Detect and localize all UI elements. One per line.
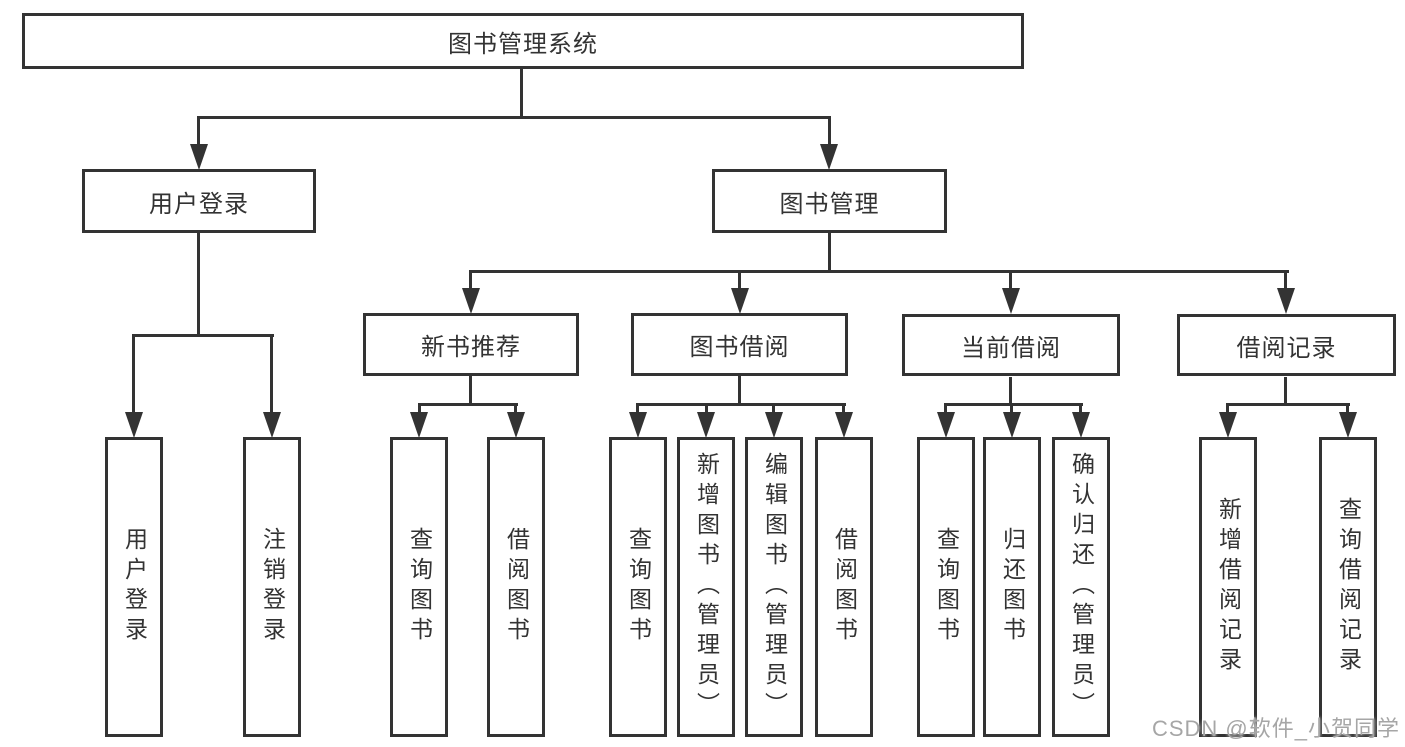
connector-borrow-branch-4 <box>842 403 845 414</box>
leaf-label: 新增借阅记录 <box>1215 497 1242 677</box>
arrowhead-down <box>507 412 525 438</box>
leaf-query-borrow-record: 查询借阅记录 <box>1319 437 1377 737</box>
leaf-label: 查询图书 <box>933 527 960 647</box>
connector-current-branch-2 <box>1010 403 1013 414</box>
leaf-label: 借阅图书 <box>831 527 858 647</box>
leaf-label: 新增图书（管理员） <box>693 452 720 722</box>
connector-recommend-hline <box>418 403 518 406</box>
connector-bookmgmt-stem <box>828 233 831 273</box>
leaf-return-book: 归还图书 <box>983 437 1041 737</box>
connector-root-branch-right <box>828 116 831 146</box>
leaf-user-login: 用户登录 <box>105 437 163 737</box>
connector-root-hline <box>197 116 831 119</box>
arrowhead-down <box>1219 412 1237 438</box>
connector-bookmgmt-branch-4 <box>1284 270 1287 292</box>
connector-records-stem <box>1284 377 1287 405</box>
leaf-query-books-borrow: 查询图书 <box>609 437 667 737</box>
connector-userlogin-branch-2 <box>270 334 273 414</box>
connector-borrow-branch-1 <box>636 403 639 414</box>
node-current-borrow: 当前借阅 <box>902 314 1120 376</box>
leaf-add-book-admin: 新增图书（管理员） <box>677 437 735 737</box>
connector-current-hline <box>944 403 1083 406</box>
node-user-login: 用户登录 <box>82 169 316 233</box>
leaf-confirm-return-admin: 确认归还（管理员） <box>1052 437 1110 737</box>
csdn-watermark: CSDN @软件_小贺同学 <box>1151 716 1400 741</box>
arrowhead-down <box>697 412 715 438</box>
connector-records-branch-1 <box>1226 403 1229 414</box>
connector-userlogin-branch-1 <box>132 334 135 414</box>
arrowhead-down <box>1072 412 1090 438</box>
connector-userlogin-hline <box>132 334 274 337</box>
connector-bookmgmt-branch-2 <box>738 270 741 292</box>
connector-current-stem <box>1009 377 1012 405</box>
leaf-add-borrow-record: 新增借阅记录 <box>1199 437 1257 737</box>
leaf-query-books-current: 查询图书 <box>917 437 975 737</box>
node-borrow-records: 借阅记录 <box>1177 314 1396 376</box>
connector-borrow-branch-2 <box>705 403 708 414</box>
node-root: 图书管理系统 <box>22 13 1024 69</box>
arrowhead-down <box>820 144 838 170</box>
arrowhead-down <box>410 412 428 438</box>
connector-records-branch-2 <box>1346 403 1349 414</box>
connector-root-stem <box>520 69 523 118</box>
connector-bookmgmt-branch-1 <box>469 270 472 292</box>
leaf-label: 归还图书 <box>999 527 1026 647</box>
connector-recommend-branch-1 <box>418 403 421 414</box>
leaf-query-books-recommend: 查询图书 <box>390 437 448 737</box>
connector-recommend-stem <box>469 376 472 405</box>
connector-borrow-stem <box>738 376 741 405</box>
connector-bookmgmt-branch-3 <box>1009 270 1012 292</box>
arrowhead-down <box>190 144 208 170</box>
connector-root-branch-left <box>197 116 200 146</box>
leaf-borrow-books: 借阅图书 <box>815 437 873 737</box>
connector-bookmgmt-hline <box>469 270 1289 273</box>
connector-records-hline <box>1226 403 1350 406</box>
leaf-label: 注销登录 <box>259 527 286 647</box>
arrowhead-down <box>1002 288 1020 314</box>
connector-current-branch-1 <box>944 403 947 414</box>
node-book-management: 图书管理 <box>712 169 947 233</box>
leaf-label: 查询借阅记录 <box>1335 497 1362 677</box>
leaf-label: 确认归还（管理员） <box>1068 452 1095 722</box>
connector-recommend-branch-2 <box>514 403 517 414</box>
leaf-label: 借阅图书 <box>503 527 530 647</box>
arrowhead-down <box>937 412 955 438</box>
leaf-label: 编辑图书（管理员） <box>761 452 788 722</box>
connector-userlogin-stem <box>197 233 200 336</box>
connector-current-branch-3 <box>1079 403 1082 414</box>
arrowhead-down <box>629 412 647 438</box>
arrowhead-down <box>765 412 783 438</box>
leaf-edit-book-admin: 编辑图书（管理员） <box>745 437 803 737</box>
connector-borrow-hline <box>636 403 846 406</box>
leaf-label: 用户登录 <box>121 527 148 647</box>
node-new-book-recommend: 新书推荐 <box>363 313 579 376</box>
arrowhead-down <box>1339 412 1357 438</box>
leaf-label: 查询图书 <box>406 527 433 647</box>
leaf-borrow-books-recommend: 借阅图书 <box>487 437 545 737</box>
arrowhead-down <box>835 412 853 438</box>
arrowhead-down <box>263 412 281 438</box>
arrowhead-down <box>125 412 143 438</box>
leaf-logout: 注销登录 <box>243 437 301 737</box>
connector-borrow-branch-3 <box>772 403 775 414</box>
leaf-label: 查询图书 <box>625 527 652 647</box>
arrowhead-down <box>1277 288 1295 314</box>
arrowhead-down <box>462 288 480 314</box>
arrowhead-down <box>1003 412 1021 438</box>
arrowhead-down <box>731 288 749 314</box>
node-book-borrow: 图书借阅 <box>631 313 848 376</box>
